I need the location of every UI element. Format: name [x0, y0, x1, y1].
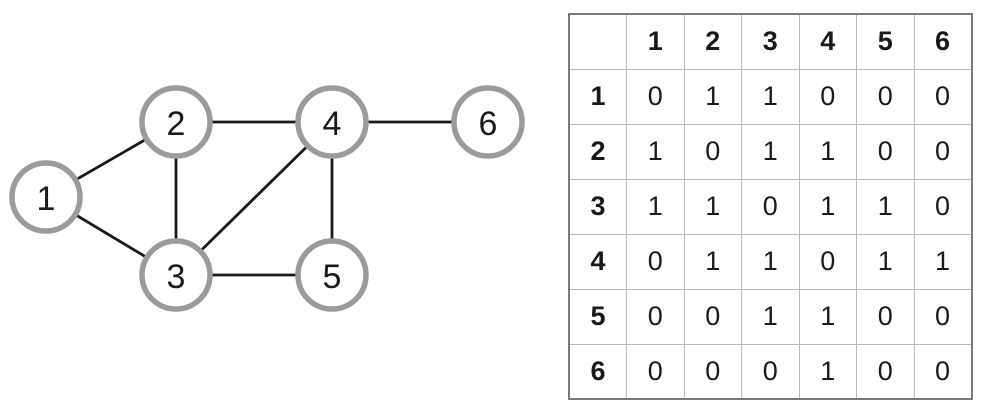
- matrix-cell-1-4: 0: [798, 68, 857, 125]
- graph-node-label-5: 5: [323, 258, 342, 296]
- graph-node-circle-2: [139, 85, 213, 159]
- matrix-col-header-3: 3: [741, 13, 800, 70]
- matrix-cell-3-5: 1: [856, 178, 915, 235]
- matrix-row-header-3: 3: [568, 178, 627, 235]
- matrix-cell-5-5: 0: [856, 288, 915, 345]
- matrix-cell-4-2: 1: [683, 233, 742, 290]
- matrix-row-header-2: 2: [568, 123, 627, 180]
- matrix-cell-3-3: 0: [741, 178, 800, 235]
- matrix-col-header-1: 1: [626, 13, 685, 70]
- graph-node-label-4: 4: [323, 105, 342, 143]
- graph-node-circle-3: [139, 238, 213, 312]
- graph-node-label-3: 3: [167, 258, 186, 296]
- graph-node-label-6: 6: [479, 105, 498, 143]
- matrix-cell-1-6: 0: [913, 68, 972, 125]
- graph-diagram: 1 2 3 4 5 6: [9, 85, 525, 312]
- graph-node-circle-4: [295, 85, 369, 159]
- matrix-cell-5-2: 0: [683, 288, 742, 345]
- matrix-cell-5-3: 1: [741, 288, 800, 345]
- graph-node-3: 3: [139, 238, 213, 312]
- matrix-cell-4-1: 0: [626, 233, 685, 290]
- graph-node-label-2: 2: [167, 105, 186, 143]
- matrix-cell-6-1: 0: [626, 343, 685, 400]
- matrix-cell-4-3: 1: [741, 233, 800, 290]
- matrix-cell-6-4: 1: [798, 343, 857, 400]
- graph-node-circle-5: [295, 238, 369, 312]
- graph-node-label-1: 1: [37, 180, 56, 218]
- matrix-col-header-4: 4: [798, 13, 857, 70]
- graph-node-6: 6: [451, 85, 525, 159]
- matrix-cell-4-4: 0: [798, 233, 857, 290]
- matrix-cell-3-1: 1: [626, 178, 685, 235]
- matrix-cell-2-2: 0: [683, 123, 742, 180]
- matrix-cell-1-1: 0: [626, 68, 685, 125]
- graph-node-4: 4: [295, 85, 369, 159]
- matrix-cell-2-6: 0: [913, 123, 972, 180]
- matrix-corner-cell: [568, 13, 627, 70]
- matrix-row-header-5: 5: [568, 288, 627, 345]
- matrix-cell-2-1: 1: [626, 123, 685, 180]
- matrix-cell-1-3: 1: [741, 68, 800, 125]
- graph-node-circle-6: [451, 85, 525, 159]
- matrix-col-header-5: 5: [856, 13, 915, 70]
- matrix-cell-2-3: 1: [741, 123, 800, 180]
- matrix-cell-6-6: 0: [913, 343, 972, 400]
- graph-node-1: 1: [9, 160, 83, 234]
- matrix-cell-5-6: 0: [913, 288, 972, 345]
- graph-node-2: 2: [139, 85, 213, 159]
- matrix-cell-4-5: 1: [856, 233, 915, 290]
- matrix-col-header-2: 2: [683, 13, 742, 70]
- matrix-cell-6-3: 0: [741, 343, 800, 400]
- matrix-cell-4-6: 1: [913, 233, 972, 290]
- matrix-cell-5-4: 1: [798, 288, 857, 345]
- matrix-cell-1-5: 0: [856, 68, 915, 125]
- matrix-cell-1-2: 1: [683, 68, 742, 125]
- matrix-cell-3-6: 0: [913, 178, 972, 235]
- matrix-row-header-1: 1: [568, 68, 627, 125]
- matrix-cell-2-4: 1: [798, 123, 857, 180]
- matrix-cell-6-2: 0: [683, 343, 742, 400]
- matrix-cell-3-4: 1: [798, 178, 857, 235]
- matrix-cell-2-5: 0: [856, 123, 915, 180]
- graph-node-5: 5: [295, 238, 369, 312]
- matrix-cell-3-2: 1: [683, 178, 742, 235]
- matrix-cell-5-1: 0: [626, 288, 685, 345]
- graph-node-circle-1: [9, 160, 83, 234]
- matrix-row-header-6: 6: [568, 343, 627, 400]
- matrix-col-header-6: 6: [913, 13, 972, 70]
- matrix-row-header-4: 4: [568, 233, 627, 290]
- matrix-cell-6-5: 0: [856, 343, 915, 400]
